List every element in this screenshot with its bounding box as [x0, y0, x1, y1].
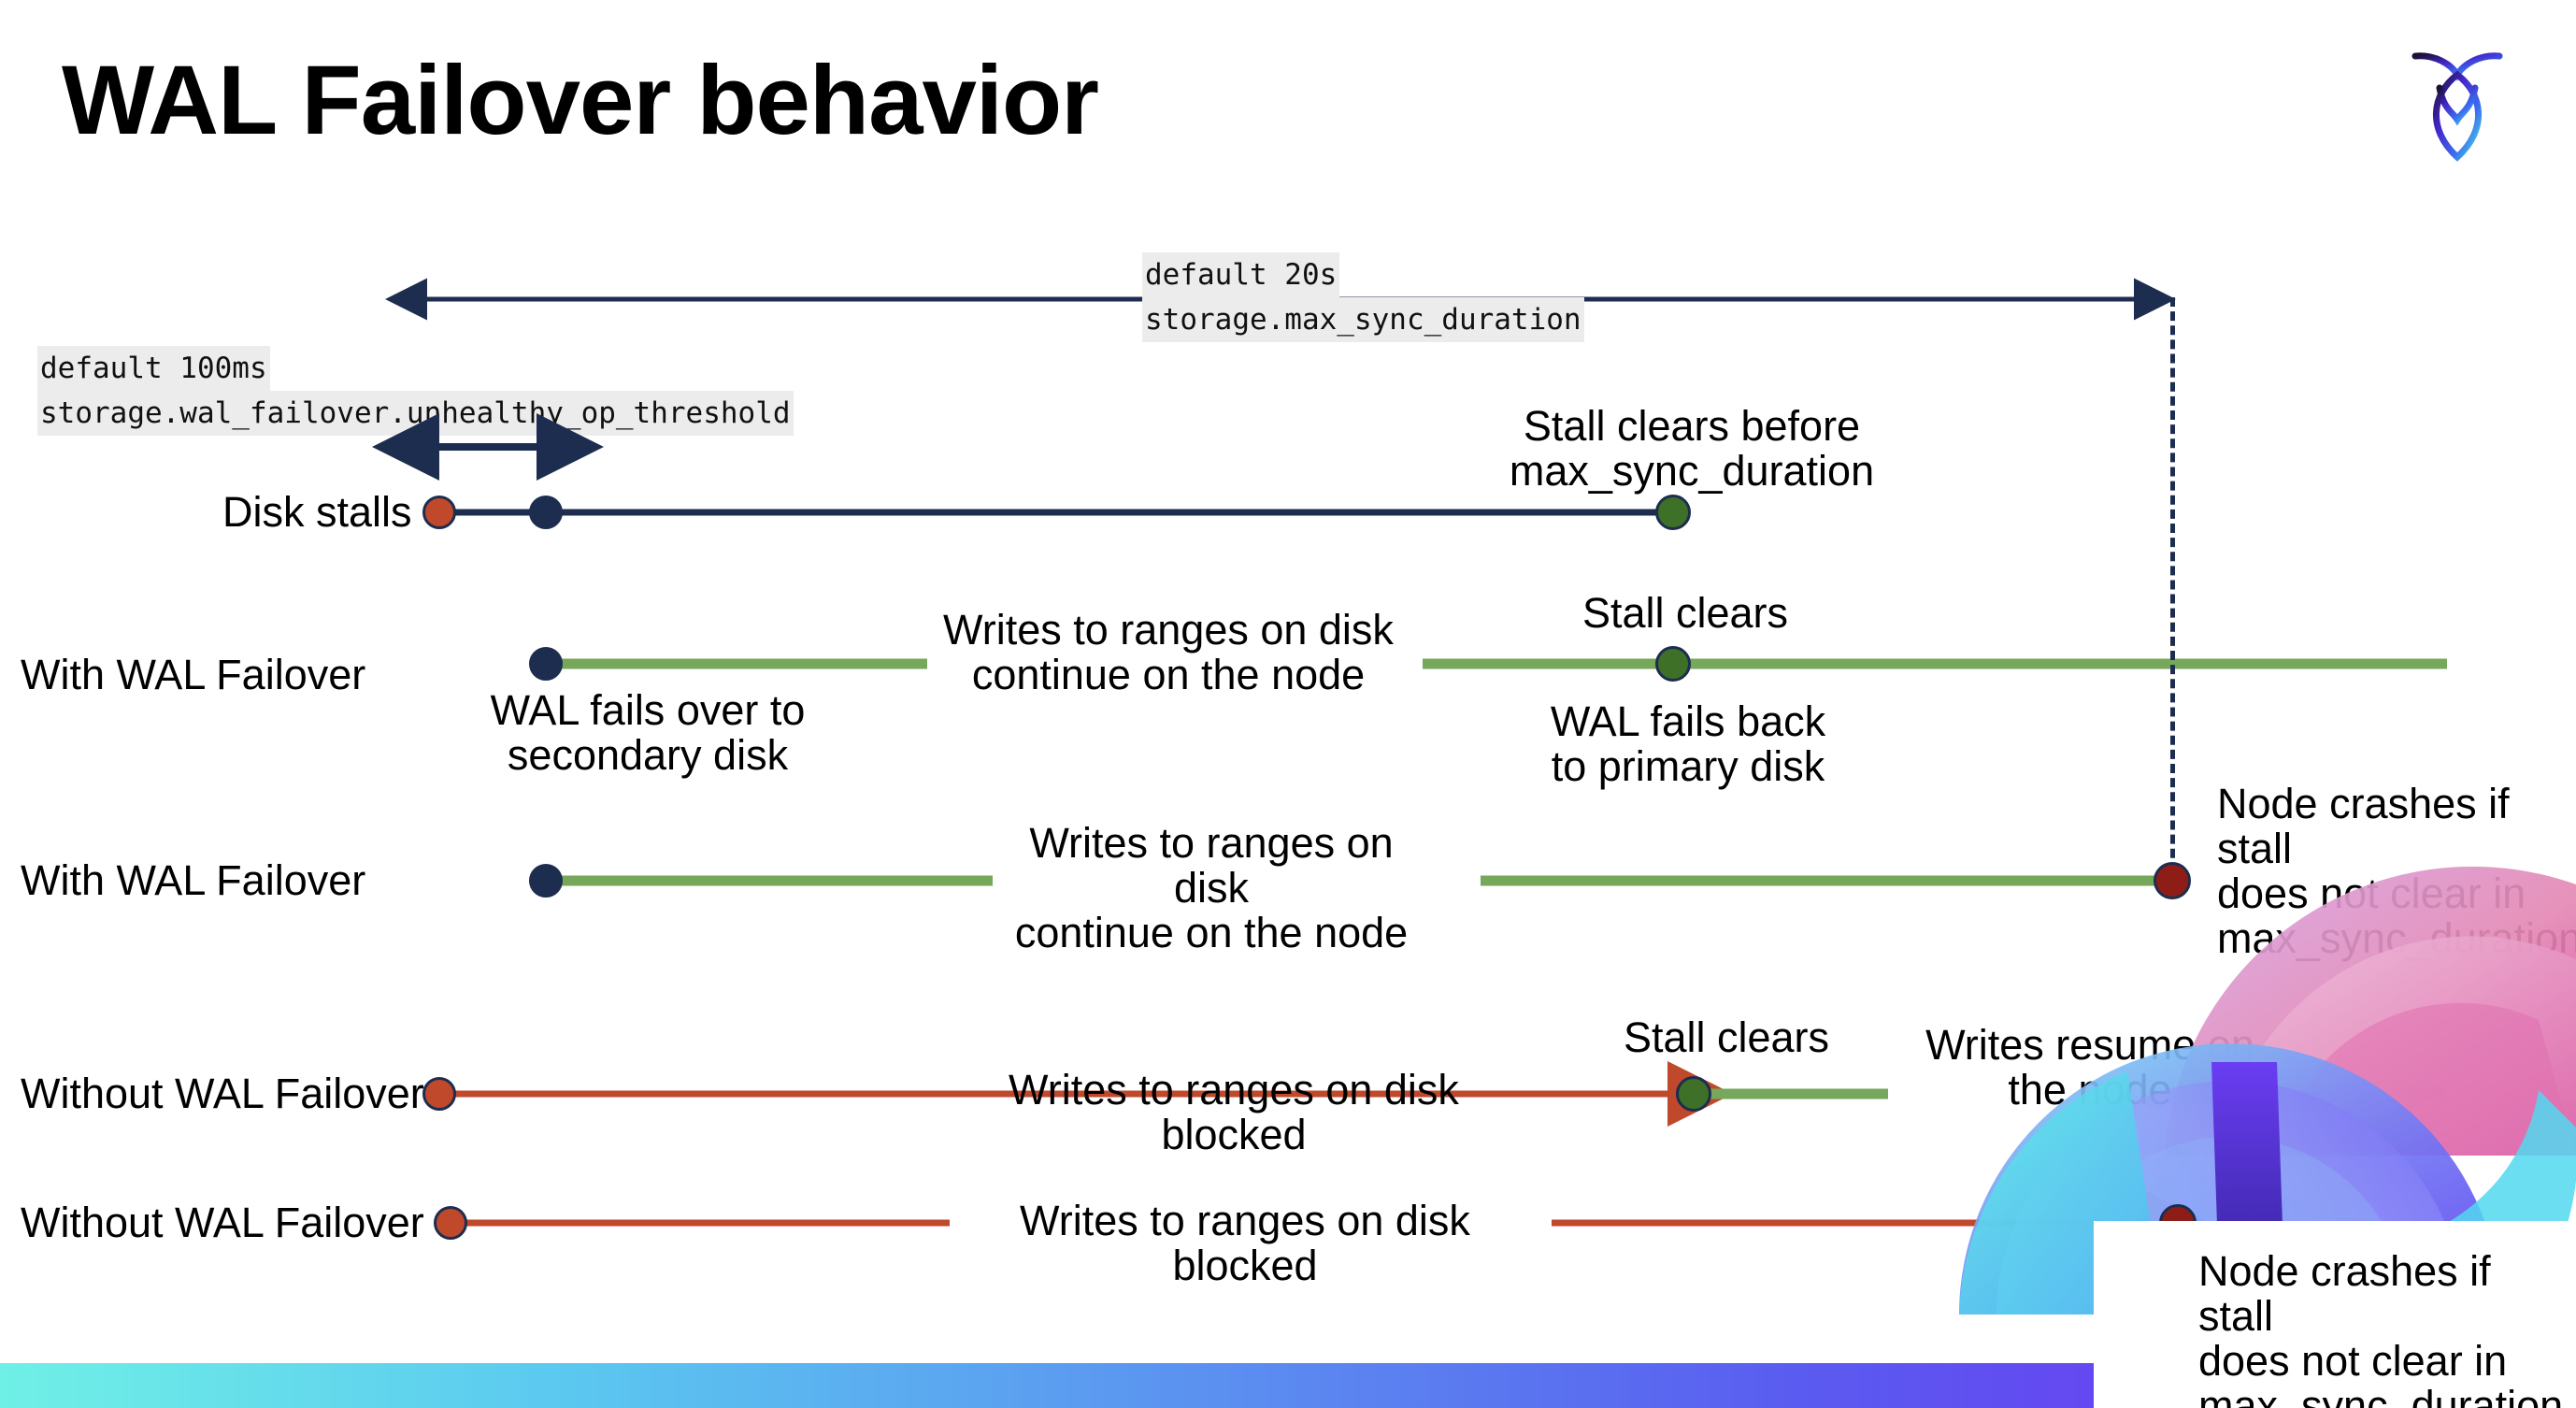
without-wal-failover-1-stall-clears-marker	[1676, 1076, 1711, 1112]
cockroachdb-logo	[2378, 26, 2537, 174]
disk-stalls-start-marker	[422, 496, 456, 529]
with-wal-failover-2-segment-b	[1481, 875, 2172, 886]
annotation-writes-continue-1: Writes to ranges on disk continue on the…	[943, 606, 1394, 698]
annotation-node-crashes-2: Node crashes if stall does not clear in …	[2198, 1247, 2564, 1408]
with-wal-failover-1-failover-marker	[529, 647, 563, 681]
page-title: WAL Failover behavior	[62, 46, 1099, 155]
annotation-writes-continue-2: Writes to ranges on disk continue on the…	[1014, 819, 1409, 956]
node-crash-callout: Node crashes if stall does not clear in …	[2094, 1221, 2576, 1408]
with-wal-failover-1-segment-b	[1423, 658, 2447, 669]
with-wal-failover-1-segment-a	[546, 658, 927, 669]
annotation-wal-fails-over: WAL fails over to secondary disk	[490, 686, 806, 779]
max-sync-duration-guide-line	[2170, 297, 2175, 886]
logo-icon	[2411, 52, 2503, 162]
code-default-20s: default 20s	[1142, 252, 1340, 297]
without-wal-failover-1-start-marker	[422, 1077, 456, 1111]
code-setting-unhealthy-op-threshold: storage.wal_failover.unhealthy_op_thresh…	[37, 391, 794, 436]
row-label-with-wal-failover-1: With WAL Failover	[21, 651, 366, 698]
annotation-writes-blocked-1: Writes to ranges on disk blocked	[1009, 1066, 1459, 1158]
unhealthy-op-threshold-span-arrow	[372, 413, 604, 481]
annotation-stall-clears-1: Stall clears	[1581, 589, 1789, 637]
disk-stalls-clear-marker	[1655, 495, 1691, 530]
code-label-unhealthy-op-threshold: default 100ms storage.wal_failover.unhea…	[37, 346, 794, 436]
annotation-stall-clears-before: Stall clears before max_sync_duration	[1509, 402, 1875, 495]
row-label-disk-stalls: Disk stalls	[222, 488, 412, 536]
annotation-writes-blocked-2: Writes to ranges on disk blocked	[1020, 1197, 1470, 1289]
with-wal-failover-1-stall-clears-marker	[1655, 646, 1691, 682]
without-wal-failover-1-resume-segment-a	[1692, 1088, 1888, 1099]
with-wal-failover-2-crash-marker	[2154, 862, 2191, 899]
row-label-without-wal-failover-1: Without WAL Failover	[21, 1070, 424, 1117]
annotation-wal-fails-back: WAL fails back to primary disk	[1550, 697, 1826, 790]
without-wal-failover-2-segment-a	[449, 1219, 950, 1227]
code-label-max-sync-duration: default 20s storage.max_sync_duration	[1142, 252, 1584, 342]
code-default-100ms: default 100ms	[37, 346, 270, 391]
with-wal-failover-2-segment-a	[546, 875, 993, 886]
disk-stalls-timeline	[437, 509, 1681, 516]
without-wal-failover-1-blocked-arrow	[441, 1061, 1733, 1127]
annotation-stall-clears-2: Stall clears	[1623, 1013, 1830, 1061]
code-setting-max-sync-duration: storage.max_sync_duration	[1142, 297, 1584, 342]
without-wal-failover-2-start-marker	[434, 1206, 467, 1240]
row-label-without-wal-failover-2: Without WAL Failover	[21, 1199, 424, 1246]
row-label-with-wal-failover-2: With WAL Failover	[21, 856, 366, 904]
with-wal-failover-2-failover-marker	[529, 864, 563, 898]
disk-stalls-threshold-marker	[529, 496, 563, 529]
